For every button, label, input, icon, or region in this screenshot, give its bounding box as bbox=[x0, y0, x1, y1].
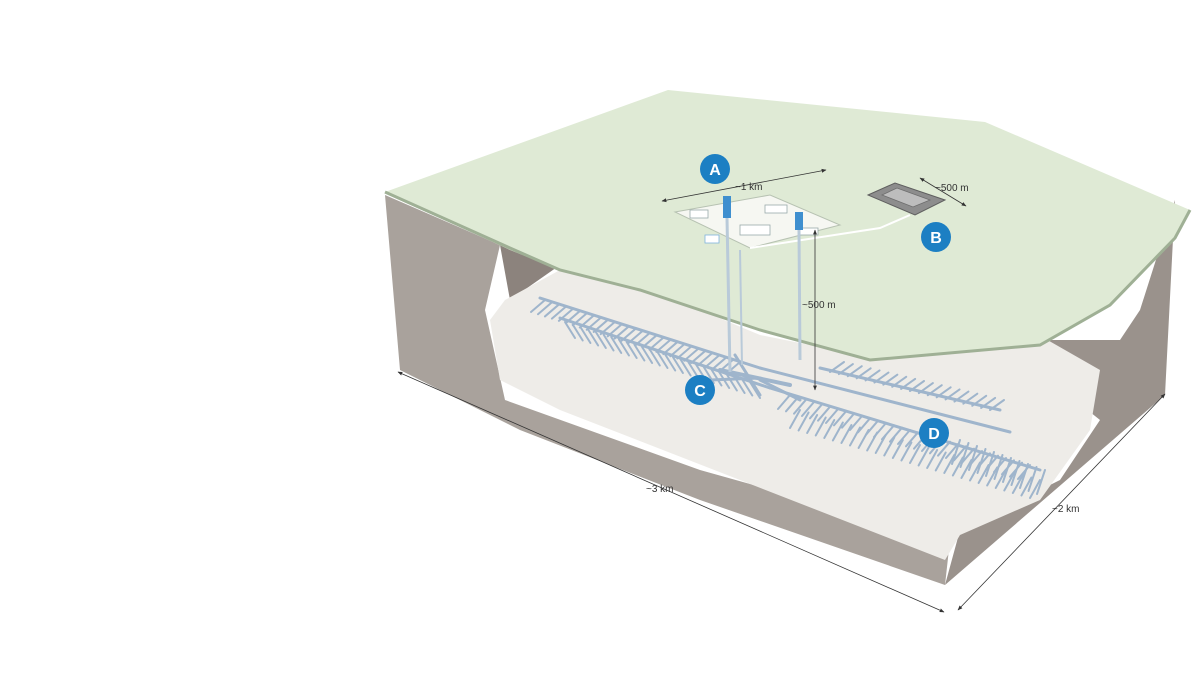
tunnel bbox=[676, 345, 693, 360]
surface-facility-site bbox=[673, 194, 911, 373]
tunnel bbox=[945, 443, 959, 459]
facility-building bbox=[764, 204, 788, 214]
tunnel bbox=[648, 336, 665, 351]
marker-d-circle bbox=[919, 418, 949, 448]
tunnel bbox=[599, 321, 616, 336]
tunnel bbox=[613, 325, 630, 340]
facility-building bbox=[689, 209, 709, 219]
headframe-tower bbox=[723, 196, 731, 218]
dimension-label-site: ~1 km bbox=[735, 182, 763, 193]
tunnel bbox=[943, 454, 956, 474]
dimension-label-width: ~2 km bbox=[1052, 504, 1080, 515]
marker-a-label: A bbox=[709, 162, 721, 179]
facility-road bbox=[749, 214, 911, 249]
shaft-ramp bbox=[739, 249, 743, 366]
tunnel bbox=[662, 341, 679, 356]
tunnel bbox=[578, 314, 595, 329]
tunnel bbox=[669, 343, 686, 358]
tunnel bbox=[944, 388, 961, 401]
dimension-label-length: ~3 km bbox=[646, 484, 674, 495]
facility-building bbox=[739, 224, 771, 236]
dimension-line-site bbox=[661, 168, 827, 203]
marker-b-circle bbox=[921, 222, 951, 252]
tunnel bbox=[543, 303, 560, 318]
marker-a: A bbox=[700, 154, 730, 184]
marker-b-label: B bbox=[930, 230, 942, 247]
tunnel bbox=[711, 356, 728, 371]
tunnel bbox=[648, 348, 661, 367]
tunnel bbox=[708, 376, 762, 382]
dimension-label-depth: ~500 m bbox=[802, 300, 836, 311]
tunnel bbox=[585, 316, 602, 331]
tunnel bbox=[587, 328, 600, 347]
tunnel bbox=[594, 331, 607, 349]
tunnel bbox=[550, 305, 567, 320]
tunnel bbox=[564, 310, 581, 325]
tunnel bbox=[633, 343, 646, 362]
marker-c-label: C bbox=[694, 383, 706, 400]
tunnel bbox=[571, 312, 588, 327]
tunnel bbox=[697, 352, 714, 367]
dimension-label-rock-pad: ~500 m bbox=[935, 183, 969, 194]
marker-d: D bbox=[919, 418, 949, 448]
marker-c-circle bbox=[685, 375, 715, 405]
tunnel bbox=[641, 346, 654, 364]
tunnel bbox=[656, 351, 669, 369]
tunnel bbox=[557, 307, 574, 322]
dimension-line-width bbox=[957, 393, 1166, 611]
tunnel bbox=[536, 301, 553, 316]
facility-building bbox=[704, 234, 720, 244]
tunnel bbox=[571, 323, 584, 342]
tunnel bbox=[530, 299, 546, 313]
shaft bbox=[797, 229, 802, 361]
tunnel bbox=[617, 338, 630, 357]
tunnel bbox=[683, 347, 700, 362]
marker-layer: A B C D bbox=[685, 154, 951, 448]
tunnel bbox=[627, 330, 644, 344]
tunnel bbox=[664, 353, 677, 372]
tunnel bbox=[690, 349, 707, 364]
tunnel bbox=[610, 336, 623, 354]
tunnel bbox=[564, 321, 576, 339]
tunnel bbox=[634, 332, 651, 347]
headframe-tower bbox=[795, 212, 803, 230]
marker-d-label: D bbox=[928, 426, 940, 443]
tunnel bbox=[671, 356, 684, 374]
tunnel bbox=[655, 338, 672, 353]
dimension-line-rock-pad bbox=[919, 177, 967, 207]
tunnel bbox=[579, 326, 592, 344]
dimension-line-length bbox=[397, 371, 945, 613]
marker-c: C bbox=[685, 375, 715, 405]
tunnel bbox=[641, 334, 658, 349]
shaft bbox=[725, 217, 732, 373]
marker-b: B bbox=[921, 222, 951, 252]
tunnel bbox=[602, 333, 615, 352]
tunnel bbox=[625, 341, 638, 359]
tunnel bbox=[606, 323, 623, 338]
tunnel bbox=[620, 327, 637, 342]
tunnel bbox=[592, 318, 609, 333]
tunnel bbox=[704, 354, 721, 369]
marker-a-circle bbox=[700, 154, 730, 184]
tunnel bbox=[829, 361, 845, 373]
